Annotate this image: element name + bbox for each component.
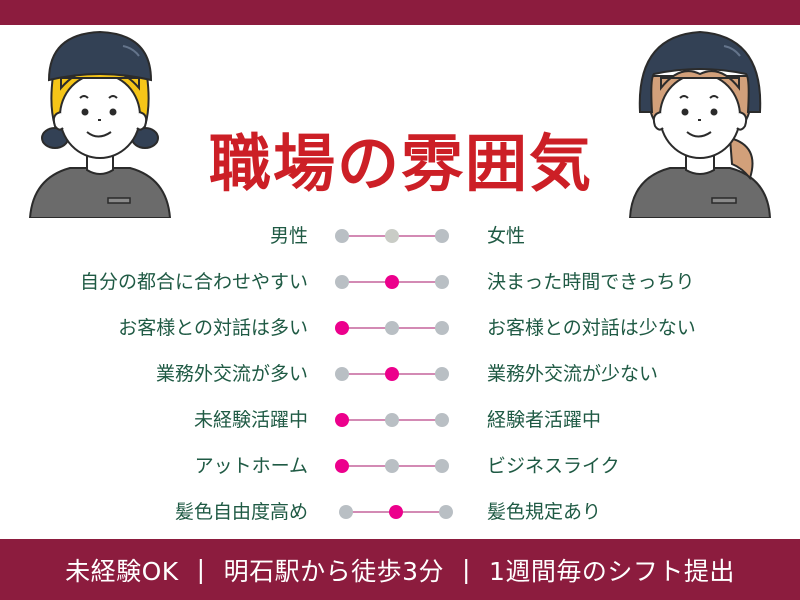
scale-row-gender: 男性 女性 [0,214,800,260]
scale-dot [339,505,353,519]
scale-row-atmosphere: アットホーム ビジネスライク [0,444,800,490]
scale-dot [435,367,449,381]
scale-left-label: 未経験活躍中 [193,409,308,431]
scale-right-label: お客様との対話は少ない [487,317,696,339]
footer-highlight-shift: 1週間毎のシフト提出 [488,556,735,586]
worker-woman-blonde-icon [28,30,172,218]
scale-right-label: 女性 [487,225,526,247]
scale-row-social: 業務外交流が多い 業務外交流が少ない [0,352,800,398]
footer-separator: | [196,555,206,584]
scale-dot [435,321,449,335]
scale-left-label: お客様との対話は多い [118,317,308,339]
scale-indicator [334,458,450,474]
scale-dot [335,275,349,289]
scale-right-label: 経験者活躍中 [487,409,602,431]
scale-left-label: 髪色自由度高め [174,501,308,523]
scale-right-label: 髪色規定あり [487,501,602,523]
scale-dot [335,229,349,243]
scale-dot-selected [385,275,399,289]
scale-right-label: 業務外交流が少ない [487,363,659,385]
scale-dot [435,229,449,243]
scale-row-hair-color: 髪色自由度高め 髪色規定あり [0,490,800,536]
scale-dot-selected [335,321,349,335]
footer-separator: | [462,555,471,584]
scale-row-experience: 未経験活躍中 経験者活躍中 [0,398,800,444]
scale-dot [335,367,349,381]
scale-dot [385,321,399,335]
scale-dot [435,275,449,289]
scale-indicator [338,504,454,520]
scale-left-label: アットホーム [194,455,308,477]
scale-dot-selected [335,459,349,473]
top-banner-bar [0,0,800,25]
scale-dot [439,505,453,519]
scale-dot [435,413,449,427]
scale-indicator [334,366,450,382]
scale-dot-selected [389,505,403,519]
scale-dot [385,413,399,427]
scale-left-label: 男性 [269,225,308,247]
scale-left-label: 業務外交流が多い [155,363,308,385]
footer-highlights-bar: 未経験OK | 明石駅から徒歩3分 | 1週間毎のシフト提出 [0,539,800,600]
scale-left-label: 自分の都合に合わせやすい [79,271,308,293]
scale-dot-selected [385,367,399,381]
scale-right-label: ビジネスライク [487,455,620,477]
scale-row-customer: お客様との対話は多い お客様との対話は少ない [0,306,800,352]
scale-indicator [334,412,450,428]
scale-dot-selected [385,229,399,243]
scale-indicator [334,320,450,336]
footer-highlight-access: 明石駅から徒歩3分 [223,556,445,586]
worker-woman-ponytail-icon [628,30,772,218]
scale-indicator [334,274,450,290]
scale-dot-selected [335,413,349,427]
page-title: 職場の雰囲気 [208,126,593,200]
scale-right-label: 決まった時間できっちり [487,271,695,293]
footer-highlight-no-experience: 未経験OK [65,556,179,586]
scale-dot [385,459,399,473]
scale-row-schedule: 自分の都合に合わせやすい 決まった時間できっちり [0,260,800,306]
scale-indicator [334,228,450,244]
scale-dot [435,459,449,473]
